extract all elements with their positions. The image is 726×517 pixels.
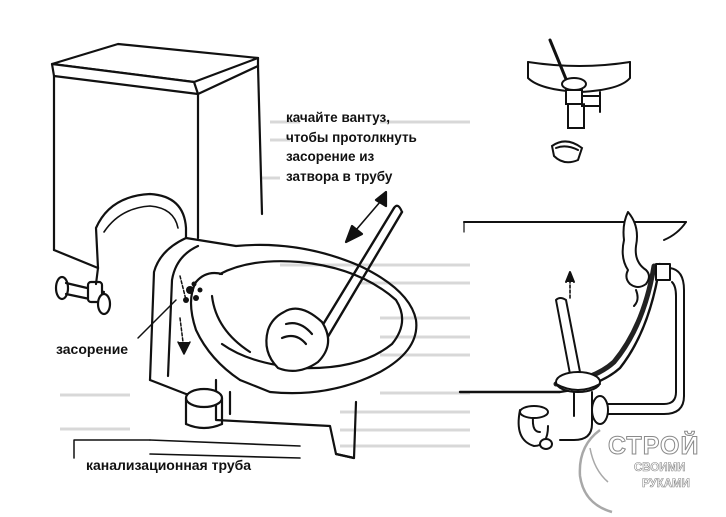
bathtub-drawing — [458, 211, 687, 450]
background-bleed — [60, 120, 470, 448]
watermark-main-text: СТРОЙ — [607, 432, 700, 461]
plunger-drawing — [265, 204, 404, 373]
watermark-line2: РУКАМИ — [642, 478, 690, 491]
instruction-label: качайте вантуз, чтобы протолкнуть засоре… — [286, 110, 417, 184]
watermark-line1: СВОИМИ — [634, 462, 686, 475]
sink-drawing — [527, 38, 631, 164]
clog-label: засорение — [56, 341, 129, 357]
sewer-pipe-label: канализационная труба — [86, 457, 252, 473]
clog-blob — [183, 281, 203, 303]
watermark-circle — [578, 428, 613, 514]
pump-arrow — [344, 190, 388, 244]
cistern-cutaway — [94, 192, 188, 270]
toilet-drawing — [50, 42, 418, 460]
sewer-pipe-drawing — [149, 387, 301, 459]
flow-arrows — [177, 275, 191, 355]
pipe-leader-line — [73, 439, 151, 459]
shutoff-valve — [54, 266, 112, 316]
watermark-logo: СТРОЙ СВОИМИ РУКАМИ — [572, 428, 712, 508]
cistern — [50, 42, 264, 270]
clog-leader-line — [137, 299, 177, 339]
